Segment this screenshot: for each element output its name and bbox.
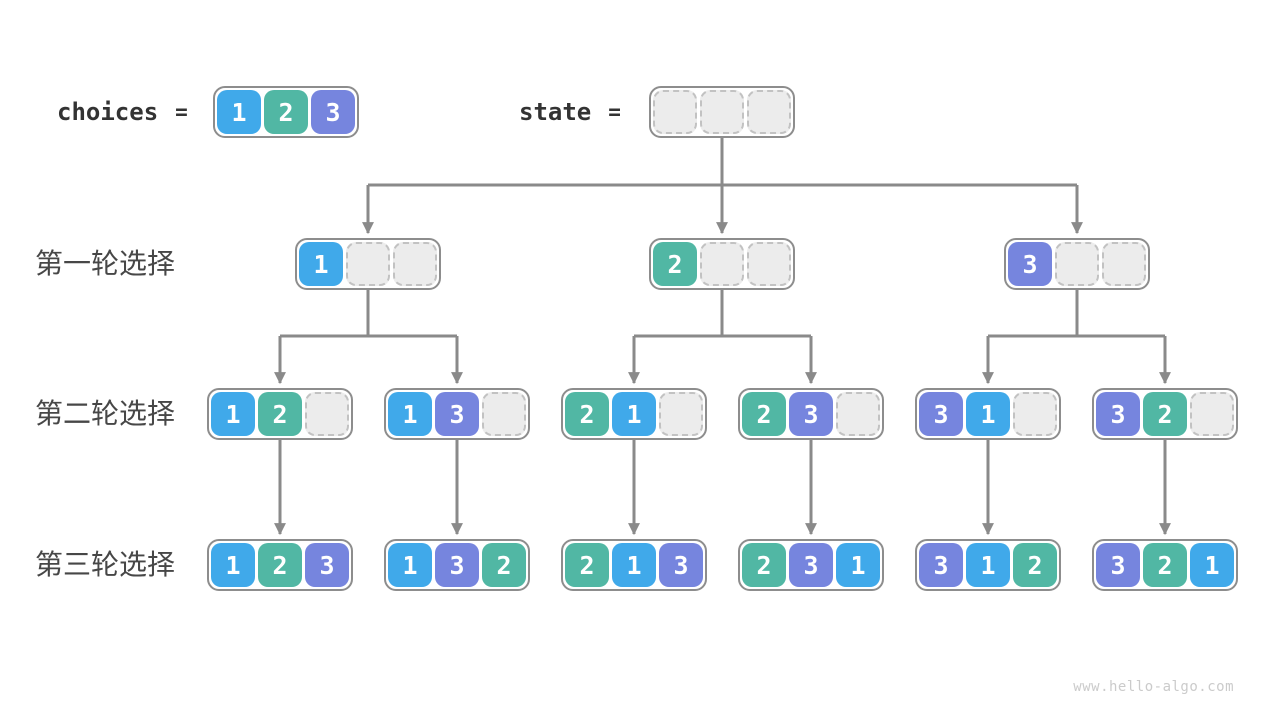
round-label-1: 第一轮选择 xyxy=(35,247,176,280)
array-cell-empty xyxy=(346,242,390,286)
state-box-round1-3: 3 xyxy=(1004,238,1150,290)
array-cell-3: 3 xyxy=(789,543,833,587)
equals-sign: = xyxy=(608,100,621,124)
array-cell-3: 3 xyxy=(1096,543,1140,587)
array-cell-3: 3 xyxy=(305,543,349,587)
array-cell-empty xyxy=(305,392,349,436)
array-cell-3: 3 xyxy=(311,90,355,134)
state-array-box xyxy=(649,86,795,138)
array-cell-1: 1 xyxy=(211,543,255,587)
array-cell-empty xyxy=(393,242,437,286)
array-cell-empty xyxy=(482,392,526,436)
array-cell-3: 3 xyxy=(659,543,703,587)
array-cell-3: 3 xyxy=(919,392,963,436)
array-cell-3: 3 xyxy=(1096,392,1140,436)
equals-sign: = xyxy=(175,100,188,124)
round-label-3: 第三轮选择 xyxy=(35,548,176,581)
array-cell-3: 3 xyxy=(435,543,479,587)
array-cell-empty xyxy=(1013,392,1057,436)
array-cell-2: 2 xyxy=(482,543,526,587)
array-cell-empty xyxy=(653,90,697,134)
array-cell-1: 1 xyxy=(836,543,880,587)
array-cell-2: 2 xyxy=(1143,392,1187,436)
choices-label: choices xyxy=(57,98,159,126)
array-cell-empty xyxy=(747,242,791,286)
array-cell-1: 1 xyxy=(217,90,261,134)
array-cell-1: 1 xyxy=(388,543,432,587)
watermark: www.hello-algo.com xyxy=(1073,679,1234,695)
array-cell-1: 1 xyxy=(299,242,343,286)
choices-expression: choices = xyxy=(57,86,188,138)
state-box-round1-2: 2 xyxy=(649,238,795,290)
array-cell-1: 1 xyxy=(388,392,432,436)
array-cell-empty xyxy=(659,392,703,436)
array-cell-2: 2 xyxy=(1143,543,1187,587)
array-cell-empty xyxy=(700,90,744,134)
state-box-round1-1: 1 xyxy=(295,238,441,290)
array-cell-1: 1 xyxy=(966,543,1010,587)
array-cell-2: 2 xyxy=(653,242,697,286)
array-cell-empty xyxy=(1190,392,1234,436)
array-cell-1: 1 xyxy=(211,392,255,436)
array-cell-2: 2 xyxy=(258,543,302,587)
array-cell-2: 2 xyxy=(565,543,609,587)
array-cell-1: 1 xyxy=(612,543,656,587)
array-cell-empty xyxy=(747,90,791,134)
array-cell-empty xyxy=(836,392,880,436)
array-cell-3: 3 xyxy=(919,543,963,587)
array-cell-2: 2 xyxy=(1013,543,1057,587)
array-cell-empty xyxy=(1102,242,1146,286)
array-cell-2: 2 xyxy=(565,392,609,436)
round-label-2: 第二轮选择 xyxy=(35,397,176,430)
array-cell-3: 3 xyxy=(1008,242,1052,286)
state-expression: state = xyxy=(519,86,621,138)
array-cell-2: 2 xyxy=(258,392,302,436)
array-cell-1: 1 xyxy=(966,392,1010,436)
array-cell-2: 2 xyxy=(742,392,786,436)
array-cell-2: 2 xyxy=(742,543,786,587)
array-cell-empty xyxy=(700,242,744,286)
array-cell-empty xyxy=(1055,242,1099,286)
array-cell-3: 3 xyxy=(789,392,833,436)
array-cell-1: 1 xyxy=(1190,543,1234,587)
state-label: state xyxy=(519,98,592,126)
array-cell-3: 3 xyxy=(435,392,479,436)
array-cell-2: 2 xyxy=(264,90,308,134)
array-cell-1: 1 xyxy=(612,392,656,436)
